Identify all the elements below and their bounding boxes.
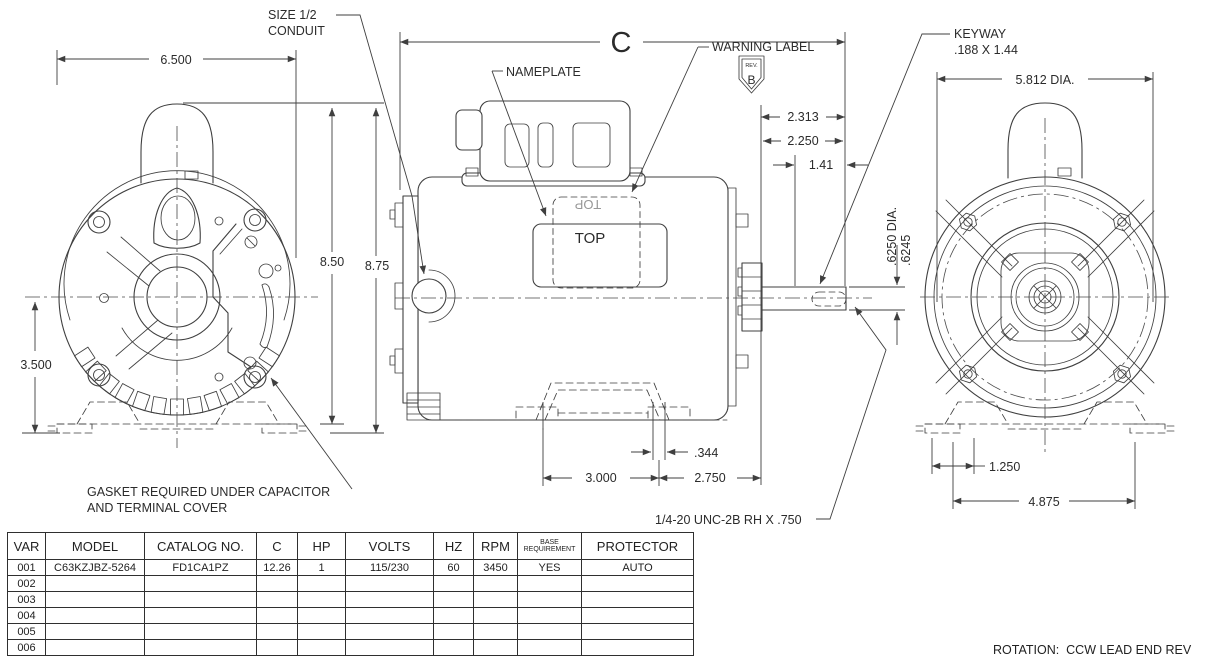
table-row: 006: [7, 639, 694, 656]
col-base-requirement: BASE REQUIREMENT: [517, 532, 582, 560]
cell-hp: 1: [297, 559, 346, 576]
cell-var: 003: [7, 591, 46, 608]
nameplate-label: NAMEPLATE: [506, 65, 581, 79]
rev-badge-label: REV.: [745, 63, 758, 69]
cell-volts: 115/230: [345, 559, 434, 576]
cell-var: 001: [7, 559, 46, 576]
dim-shaft-dia-min: .6245: [899, 235, 913, 266]
spec-table: VAR MODEL CATALOG NO. C HP VOLTS HZ RPM …: [7, 532, 694, 656]
col-catalog: CATALOG NO.: [144, 532, 257, 560]
dim-overall-height: 8.75: [365, 259, 389, 273]
rear-view: [915, 102, 1175, 455]
nameplate-outline: [532, 223, 668, 288]
keyway-hidden-outline: [811, 291, 847, 307]
table-row: 005: [7, 623, 694, 640]
dim-shaft-ext: 2.313: [787, 110, 818, 124]
table-row: 003: [7, 591, 694, 608]
warning-leader: [631, 46, 699, 193]
gasket-note-line2: AND TERMINAL COVER: [87, 501, 227, 515]
dim-centerline-height: 3.500: [20, 358, 51, 372]
dim-foot-slot: .344: [694, 446, 718, 460]
rear-cross-braces: [935, 199, 1155, 395]
col-var: VAR: [7, 532, 46, 560]
dim-length-ref: C: [611, 27, 632, 59]
cell-protector: AUTO: [581, 559, 694, 576]
dim-front-width: 6.500: [160, 53, 191, 67]
rev-badge-letter: B: [747, 73, 755, 87]
dim-shaft-dia-max: .6250 DIA.: [885, 207, 899, 266]
dim-keyway-flat: 1.41: [809, 158, 833, 172]
dim-foot-to-face: 2.750: [694, 471, 725, 485]
dim-rear-foot-offset: 1.250: [989, 460, 1020, 474]
cell-c: 12.26: [256, 559, 298, 576]
rev-badge: REV. B: [738, 55, 765, 94]
col-hp: HP: [297, 532, 346, 560]
col-c: C: [256, 532, 298, 560]
annotation-labels: SIZE 1/2 CONDUIT NAMEPLATE WARNING LABEL…: [87, 8, 1018, 527]
shaft-thread-note: 1/4-20 UNC-2B RH X .750: [655, 513, 802, 527]
col-rpm: RPM: [473, 532, 518, 560]
cell-var: 002: [7, 575, 46, 592]
keyway-label-line1: KEYWAY: [954, 27, 1007, 41]
thread-leader: [816, 306, 887, 520]
table-row: 001 C63KZJBZ-5264 FD1CA1PZ 12.26 1 115/2…: [7, 559, 694, 576]
rear-base-hidden: [924, 401, 1166, 434]
top-marking: TOP: [575, 230, 606, 247]
col-hz: HZ: [433, 532, 474, 560]
top-marking-hidden: TOP: [575, 197, 602, 212]
rotation-note: ROTATION: CCW LEAD END REV: [993, 643, 1192, 657]
rear-thru-bolts: [959, 212, 1131, 384]
dim-rear-diameter: 5.812 DIA.: [1015, 73, 1074, 87]
conduit-size-label-line1: SIZE 1/2: [268, 8, 317, 22]
cell-hz: 60: [433, 559, 474, 576]
conduit-leader: [336, 14, 427, 275]
spec-table-header-row: VAR MODEL CATALOG NO. C HP VOLTS HZ RPM …: [7, 532, 694, 560]
col-protector: PROTECTOR: [581, 532, 694, 560]
dim-foot-spacing: 3.000: [585, 471, 616, 485]
gasket-leader: [270, 377, 353, 490]
cell-model: C63KZJBZ-5264: [45, 559, 145, 576]
cell-var: 006: [7, 639, 46, 656]
front-base-hidden: [56, 401, 298, 434]
dimension-lines: 6.500 8.50 8.75 3.500 C 2.313 2.250 1.41: [20, 27, 1154, 509]
table-row: 004: [7, 607, 694, 624]
cell-base-req: YES: [517, 559, 582, 576]
keyway-leader: [819, 33, 950, 285]
gasket-note-line1: GASKET REQUIRED UNDER CAPACITOR: [87, 485, 330, 499]
nameplate-leader: [491, 70, 547, 217]
cell-rpm: 3450: [473, 559, 518, 576]
dim-frame-height: 8.50: [320, 255, 344, 269]
dim-rear-foot-spread: 4.875: [1028, 495, 1059, 509]
keyway-label-line2: .188 X 1.44: [954, 43, 1018, 57]
nameplate-alt-outline: [552, 196, 641, 289]
side-view: TOP TOP: [389, 100, 872, 430]
col-model: MODEL: [45, 532, 145, 560]
cell-var: 005: [7, 623, 46, 640]
col-volts: VOLTS: [345, 532, 434, 560]
warning-label: WARNING LABEL: [712, 40, 814, 54]
dim-shaft-length: 2.250: [787, 134, 818, 148]
conduit-size-label-line2: CONDUIT: [268, 24, 325, 38]
cell-var: 004: [7, 607, 46, 624]
front-view: [25, 103, 318, 448]
cell-catalog: FD1CA1PZ: [144, 559, 257, 576]
side-feet-hidden: [454, 382, 728, 421]
table-row: 002: [7, 575, 694, 592]
